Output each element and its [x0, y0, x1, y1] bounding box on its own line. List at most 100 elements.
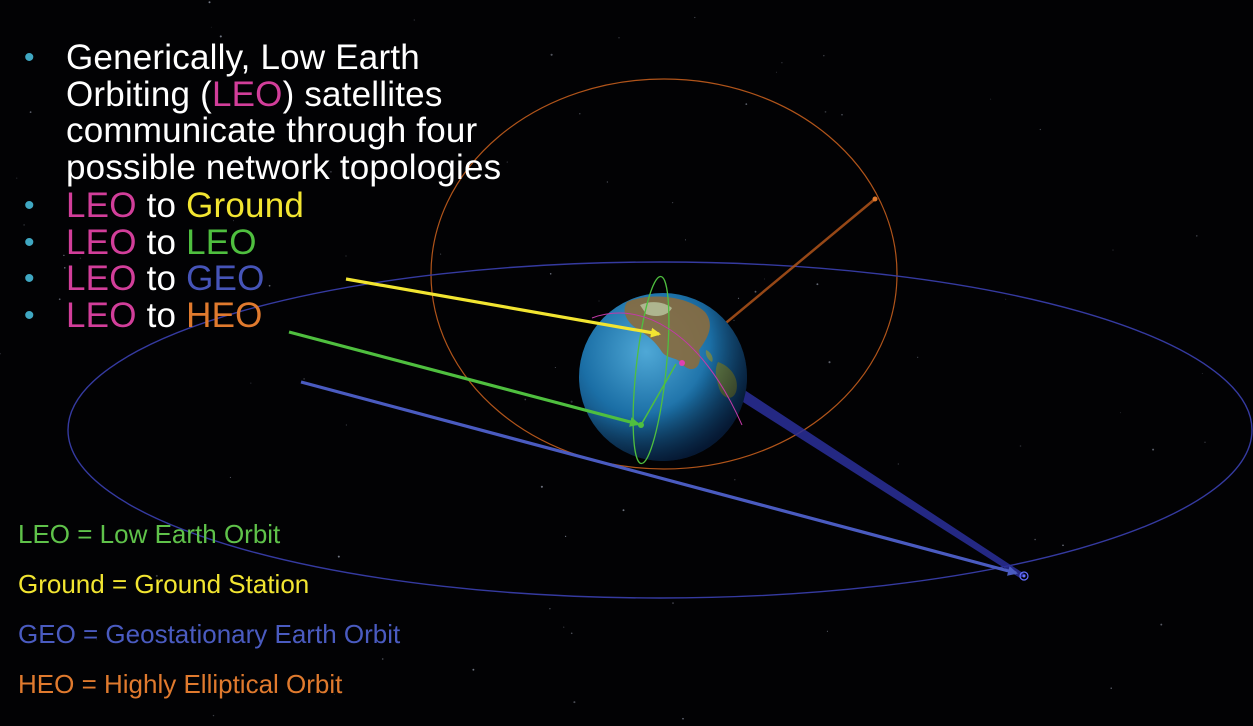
star — [96, 639, 98, 641]
topology-to: LEO — [186, 222, 257, 262]
topology-to: Ground — [186, 186, 305, 225]
star — [917, 356, 919, 358]
star — [208, 1, 211, 4]
star — [167, 524, 169, 527]
topology-from: LEO — [66, 259, 137, 298]
geo-link-beam — [680, 362, 1026, 578]
satellite-marker-icon — [1019, 571, 1029, 581]
star — [737, 297, 740, 299]
satellite-marker-icon — [1022, 574, 1026, 578]
star — [816, 283, 819, 286]
legend-heo-definition: HEO = Highly Elliptical Orbit — [18, 669, 343, 699]
topology-item-ground: • LEO to Ground — [22, 186, 536, 225]
star — [413, 19, 415, 21]
star — [1039, 128, 1041, 131]
star — [823, 54, 825, 57]
star — [0, 352, 1, 355]
star — [598, 300, 600, 302]
arrow-leo-to-geo — [300, 380, 1018, 576]
geo-orbit — [67, 261, 1253, 599]
satellite-marker-icon — [679, 360, 685, 366]
topology-to: GEO — [186, 259, 265, 298]
star — [897, 463, 899, 465]
bullet-dot: • — [24, 298, 35, 332]
star — [684, 239, 687, 241]
star — [472, 668, 475, 671]
star — [329, 170, 332, 173]
intro-leo-highlight: LEO — [211, 74, 283, 114]
star — [155, 574, 158, 577]
star — [303, 378, 305, 380]
star — [824, 111, 827, 113]
star — [1110, 687, 1112, 689]
star — [381, 658, 384, 660]
star — [268, 284, 271, 287]
star — [1019, 445, 1022, 447]
arrow-leo-to-leo — [288, 330, 640, 427]
topology-from: LEO — [66, 295, 137, 335]
star — [1204, 441, 1206, 443]
star — [63, 254, 65, 257]
star — [554, 367, 556, 369]
heo-link-beam — [720, 198, 876, 328]
star — [990, 98, 992, 100]
star — [550, 53, 553, 56]
star — [826, 630, 828, 632]
star — [781, 62, 783, 64]
star — [745, 103, 748, 105]
star — [1005, 298, 1007, 300]
star — [1201, 373, 1203, 374]
star — [549, 607, 551, 610]
bullet-dot: • — [24, 225, 35, 259]
star — [562, 626, 565, 628]
bullet-dot: • — [24, 41, 35, 74]
legend-leo-definition: LEO = Low Earth Orbit — [18, 519, 281, 549]
topology-item-heo: • LEO to HEO — [22, 295, 536, 335]
star — [775, 71, 777, 73]
star — [734, 479, 736, 481]
star — [440, 253, 442, 255]
topology-from: LEO — [66, 222, 137, 262]
topology-item-geo: • LEO to GEO — [22, 259, 536, 298]
legend-geo-definition: GEO = Geostationary Earth Orbit — [18, 619, 401, 649]
bullet-dot: • — [24, 189, 35, 222]
leo-orbit-inclined — [591, 312, 743, 426]
star — [618, 37, 620, 39]
star — [150, 321, 153, 324]
intro-text-after: ) satellites communicate through four po… — [66, 74, 502, 187]
star — [1152, 448, 1155, 451]
star — [58, 298, 61, 301]
star — [219, 35, 222, 38]
star — [210, 26, 212, 28]
star — [694, 16, 696, 19]
star — [16, 177, 18, 179]
topology-connector: to — [136, 259, 187, 298]
topology-connector: to — [136, 295, 187, 335]
leo-orbit — [632, 275, 670, 465]
star — [540, 485, 543, 488]
star — [828, 361, 831, 364]
star — [1119, 412, 1121, 414]
arrow-leo-to-ground — [345, 277, 661, 338]
topology-connector: to — [136, 186, 187, 225]
star — [606, 181, 609, 183]
star — [1062, 544, 1064, 547]
star — [158, 527, 161, 530]
star — [524, 398, 527, 401]
star — [169, 161, 172, 164]
star — [337, 555, 340, 558]
topology-bullet-list: • Generically, Low Earth Orbiting (LEO) … — [22, 38, 536, 335]
topology-connector: to — [136, 222, 187, 262]
star — [841, 113, 843, 116]
star — [570, 632, 573, 635]
satellite-marker-icon — [638, 422, 644, 428]
star — [1112, 249, 1114, 251]
star — [754, 290, 757, 293]
star — [733, 319, 735, 321]
star — [506, 161, 508, 163]
star — [79, 257, 81, 259]
intro-text-before: Generically, Low Earth Orbiting ( — [66, 38, 420, 114]
star — [345, 255, 347, 257]
